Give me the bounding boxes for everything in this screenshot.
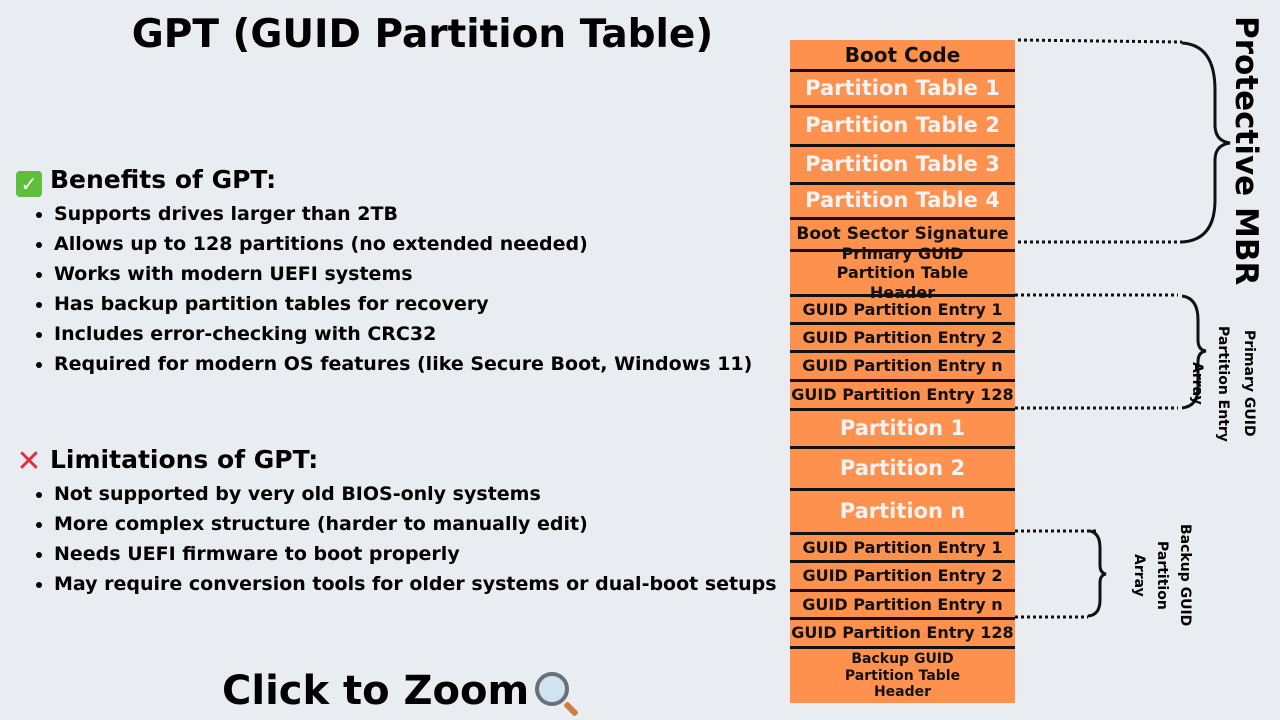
protective-mbr-brace [1181,41,1231,244]
cross-mark-icon: ✕ [16,444,42,479]
benefits-heading: ✓ Benefits of GPT: [16,165,276,197]
list-item: Works with modern UEFI systems [54,259,752,289]
block-backup-entry-n: GUID Partition Entry n [790,592,1015,620]
click-to-zoom-button[interactable]: Click to Zoom [222,668,570,714]
protective-mbr-label: Protective MBR [1228,16,1264,286]
page-title: GPT (GUID Partition Table) [131,12,714,57]
list-item: May require conversion tools for older s… [54,569,777,599]
block-boot-code: Boot Code [790,40,1015,72]
block-backup-entry-2: GUID Partition Entry 2 [790,563,1015,592]
list-item: Allows up to 128 partitions (no extended… [54,229,752,259]
list-item: More complex structure (harder to manual… [54,509,777,539]
benefits-heading-text: Benefits of GPT: [50,165,277,194]
list-item: Includes error-checking with CRC32 [54,319,752,349]
zoom-label: Click to Zoom [222,668,530,714]
limitations-heading: ✕ Limitations of GPT: [16,444,319,479]
magnifier-icon [535,672,570,706]
list-item: Required for modern OS features (like Se… [54,349,752,379]
block-partition-table-4: Partition Table 4 [790,185,1015,220]
block-primary-entry-128: GUID Partition Entry 128 [790,382,1015,411]
benefits-list: Supports drives larger than 2TB Allows u… [28,199,752,379]
block-backup-entry-128: GUID Partition Entry 128 [790,620,1015,649]
block-primary-entry-2: GUID Partition Entry 2 [790,325,1015,353]
block-backup-entry-1: GUID Partition Entry 1 [790,535,1015,563]
gpt-layout-stack: Boot Code Partition Table 1 Partition Ta… [790,40,1015,703]
backup-array-brace [1087,529,1107,618]
check-mark-icon: ✓ [16,171,42,197]
block-primary-entry-n: GUID Partition Entry n [790,353,1015,382]
limitations-heading-text: Limitations of GPT: [50,445,319,474]
list-item: Needs UEFI firmware to boot properly [54,539,777,569]
limitations-list: Not supported by very old BIOS-only syst… [28,479,777,599]
block-partition-table-2: Partition Table 2 [790,108,1015,147]
block-partition-2: Partition 2 [790,449,1015,491]
block-partition-n: Partition n [790,491,1015,535]
block-primary-entry-1: GUID Partition Entry 1 [790,297,1015,325]
block-partition-1: Partition 1 [790,411,1015,449]
block-partition-table-3: Partition Table 3 [790,147,1015,185]
list-item: Supports drives larger than 2TB [54,199,752,229]
dotted-line [1017,38,1183,44]
block-partition-table-1: Partition Table 1 [790,72,1015,108]
block-backup-gpt-header: Backup GUID Partition Table Header [844,650,961,701]
list-item: Not supported by very old BIOS-only syst… [54,479,777,509]
backup-array-label: Backup GUID Partition Array [1131,523,1193,627]
list-item: Has backup partition tables for recovery [54,289,752,319]
primary-array-brace [1181,294,1207,410]
primary-array-label: Primary GUID Partition Entry Array [1189,325,1257,442]
block-boot-sector-signature: Boot Sector Signature [790,220,1015,252]
